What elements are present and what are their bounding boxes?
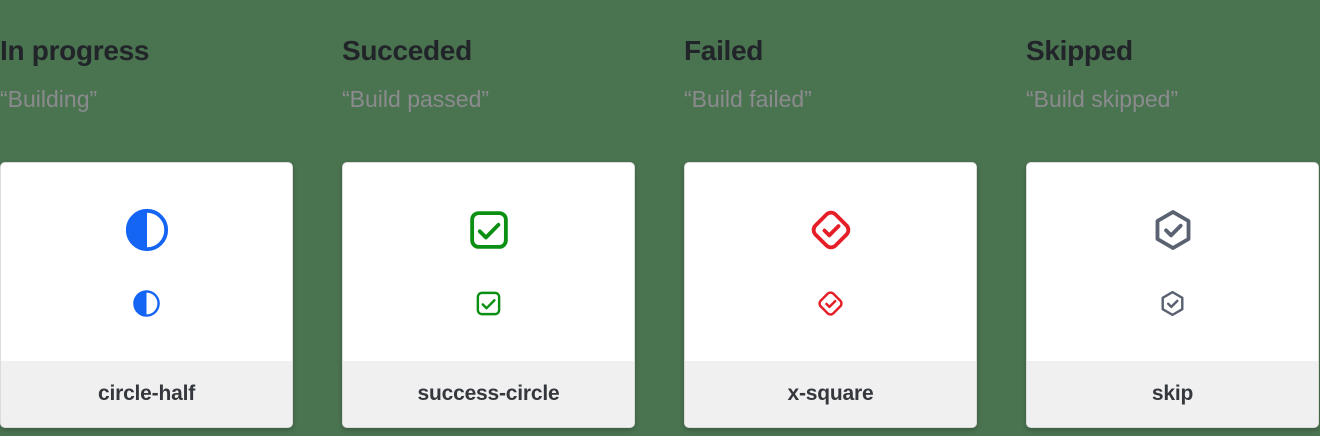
hexagon-check-icon (1158, 289, 1187, 318)
status-heading: In progress (0, 35, 150, 66)
circle-half-icon (132, 289, 161, 318)
icon-preview-area (1027, 163, 1318, 362)
diamond-check-icon (808, 207, 854, 253)
check-square-icon (474, 289, 503, 318)
icon-name-label: success-circle (417, 382, 560, 406)
icon-preview-area (1, 163, 292, 362)
icon-card-circle-half: circle-half (0, 162, 293, 429)
status-heading: Failed (684, 35, 764, 66)
status-heading: Succeded (342, 35, 472, 66)
status-subtitle: “Build failed” (684, 85, 812, 112)
icon-card-skip: skip (1026, 162, 1319, 429)
icon-card-x-square: x-square (684, 162, 977, 429)
icon-preview-area (685, 163, 976, 362)
icon-name-label: circle-half (97, 382, 195, 406)
circle-half-icon (124, 207, 170, 253)
status-column-succeeded: Succeded “Build passed” succes (342, 0, 635, 436)
status-heading: Skipped (1026, 35, 1133, 66)
icon-card-footer: circle-half (1, 361, 292, 428)
icon-name-label: skip (1151, 382, 1194, 406)
icon-name-label: x-square (787, 382, 874, 406)
status-column-in-progress: In progress “Building” circle- (0, 0, 293, 436)
status-subtitle: “Building” (0, 85, 98, 112)
icon-card-footer: success-circle (343, 361, 634, 428)
diamond-check-icon (816, 289, 845, 318)
status-column-skipped: Skipped “Build skipped” skip (1026, 0, 1319, 436)
icon-card-footer: x-square (685, 361, 976, 428)
icon-card-success-circle: success-circle (342, 162, 635, 429)
check-square-icon (466, 207, 512, 253)
icon-preview-area (343, 163, 634, 362)
status-column-failed: Failed “Build failed” x-square (684, 0, 977, 436)
status-subtitle: “Build passed” (342, 85, 490, 112)
icon-card-footer: skip (1027, 361, 1318, 428)
status-subtitle: “Build skipped” (1026, 85, 1179, 112)
hexagon-check-icon (1150, 207, 1196, 253)
